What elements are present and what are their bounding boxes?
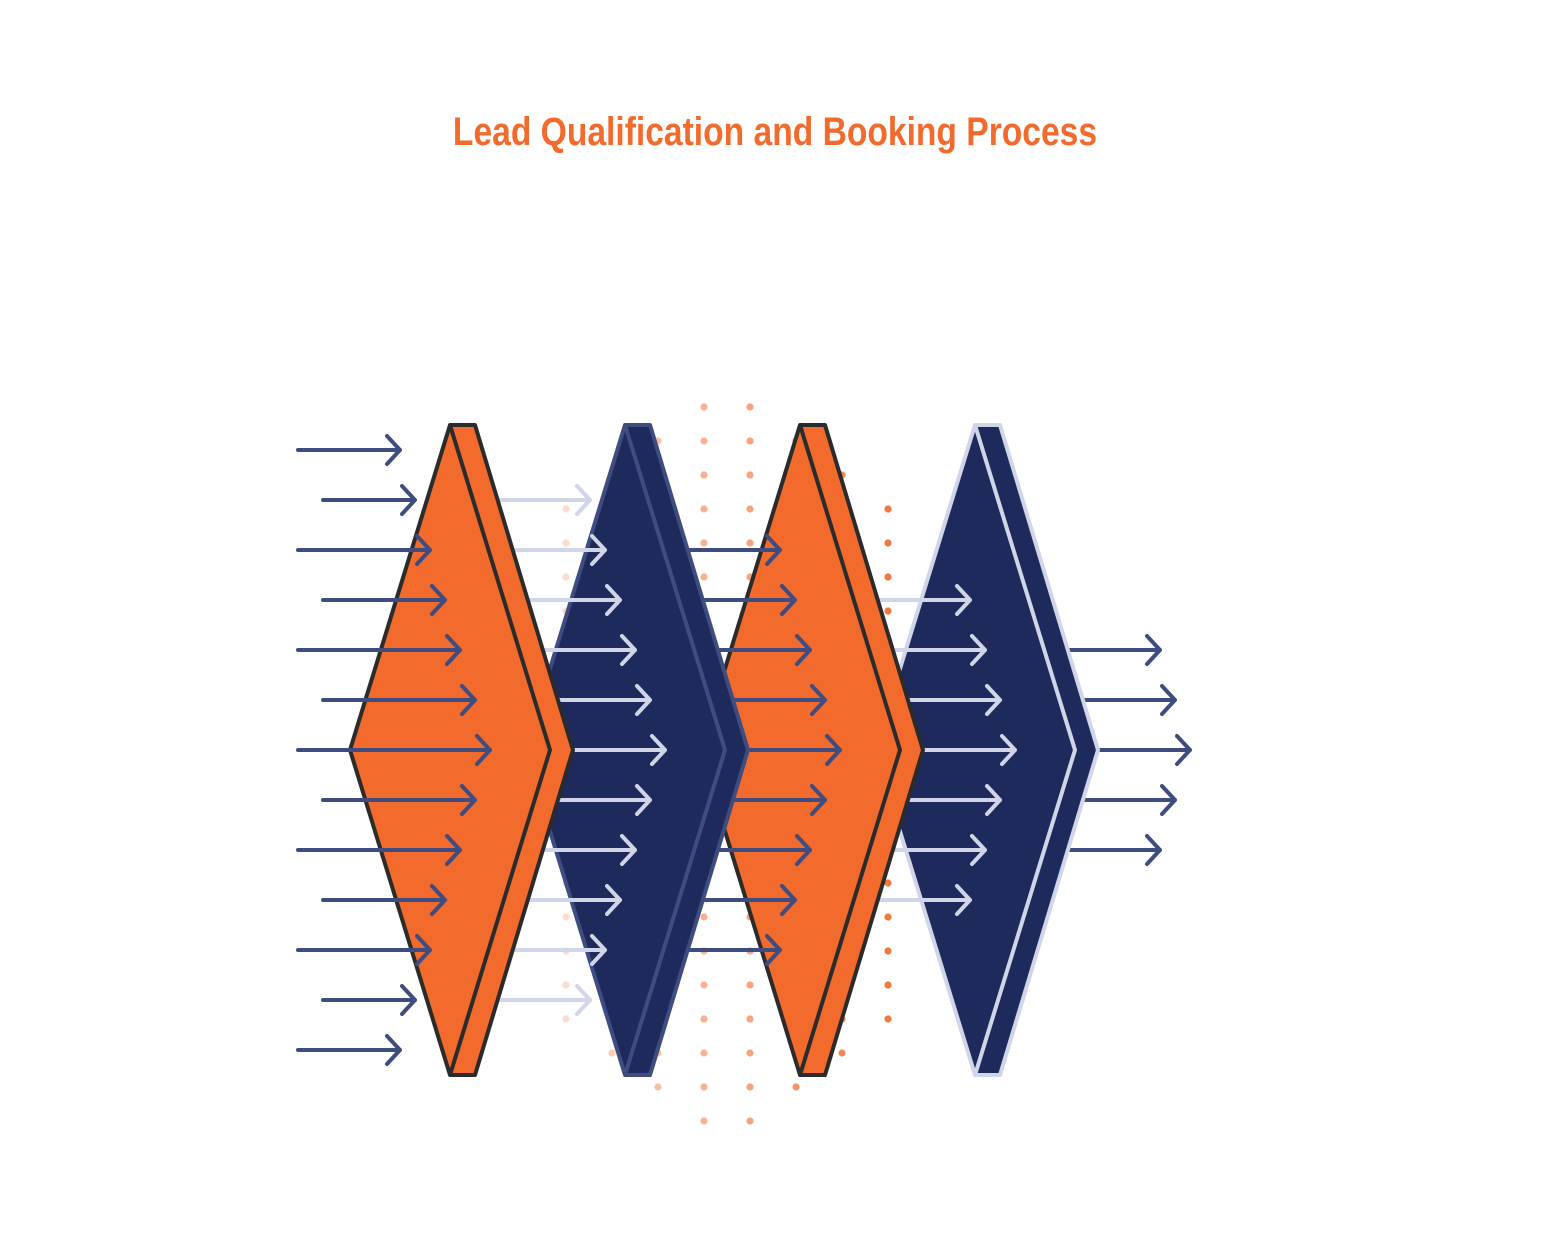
pattern-dot xyxy=(884,607,892,615)
arrow-icon xyxy=(498,484,592,516)
pattern-dot xyxy=(884,913,892,921)
arrow-icon xyxy=(321,984,417,1016)
pattern-dot xyxy=(700,1083,708,1091)
arrow-icon xyxy=(321,584,447,616)
arrow-icon xyxy=(878,884,972,916)
pattern-dot xyxy=(884,573,892,581)
pattern-dot xyxy=(562,981,570,989)
pattern-dot xyxy=(838,1049,846,1057)
arrow-icon xyxy=(296,934,432,966)
diagram-title: Lead Qualification and Booking Process xyxy=(452,110,1098,154)
arrow-icon xyxy=(688,534,782,566)
pattern-dot xyxy=(700,437,708,445)
arrow-icon xyxy=(321,784,477,816)
pattern-dot xyxy=(700,1015,708,1023)
pattern-dot xyxy=(746,471,754,479)
pattern-dot xyxy=(700,403,708,411)
pattern-dot xyxy=(700,505,708,513)
arrow-icon xyxy=(498,984,592,1016)
pattern-dot xyxy=(562,505,570,513)
arrow-icon xyxy=(878,834,987,866)
pattern-dot xyxy=(700,1117,708,1125)
pattern-dot xyxy=(562,1015,570,1023)
pattern-dot xyxy=(746,981,754,989)
arrow-icon xyxy=(296,1034,402,1066)
pattern-dot xyxy=(746,1117,754,1125)
arrow-icon xyxy=(321,484,417,516)
pattern-dot xyxy=(746,1083,754,1091)
pattern-dot xyxy=(884,981,892,989)
arrow-icon xyxy=(688,934,782,966)
pattern-dot xyxy=(884,879,892,887)
arrow-icon xyxy=(498,534,607,566)
pattern-dot xyxy=(884,1015,892,1023)
final-output-arrows xyxy=(1058,634,1192,866)
pattern-dot xyxy=(746,505,754,513)
pattern-dot xyxy=(700,1049,708,1057)
arrow-icon xyxy=(296,434,402,466)
arrow-icon xyxy=(688,884,797,916)
pattern-dot xyxy=(746,1015,754,1023)
pattern-dot xyxy=(562,539,570,547)
arrow-icon xyxy=(1058,634,1162,666)
pattern-dot xyxy=(654,1083,662,1091)
arrow-icon xyxy=(296,834,462,866)
pattern-dot xyxy=(562,913,570,921)
input-arrows xyxy=(296,434,492,1066)
pattern-dot xyxy=(746,1049,754,1057)
arrow-icon xyxy=(688,584,797,616)
arrow-icon xyxy=(296,534,432,566)
pattern-dot xyxy=(700,913,708,921)
pattern-dot xyxy=(746,539,754,547)
pattern-dot xyxy=(884,539,892,547)
arrow-icon xyxy=(296,734,492,766)
arrow-icon xyxy=(1058,834,1162,866)
pattern-dot xyxy=(562,573,570,581)
arrow-icon xyxy=(498,934,607,966)
pattern-dot xyxy=(700,539,708,547)
pattern-dot xyxy=(746,437,754,445)
pattern-dot xyxy=(884,947,892,955)
arrow-icon xyxy=(878,584,972,616)
arrow-icon xyxy=(321,684,477,716)
pattern-dot xyxy=(792,1083,800,1091)
pattern-dot xyxy=(700,573,708,581)
arrow-icon xyxy=(321,884,447,916)
arrow-icon xyxy=(296,634,462,666)
pattern-dot xyxy=(608,1049,616,1057)
pattern-dot xyxy=(700,981,708,989)
arrow-icon xyxy=(878,634,987,666)
pattern-dot xyxy=(746,403,754,411)
pattern-dot xyxy=(700,471,708,479)
pattern-dot xyxy=(884,505,892,513)
